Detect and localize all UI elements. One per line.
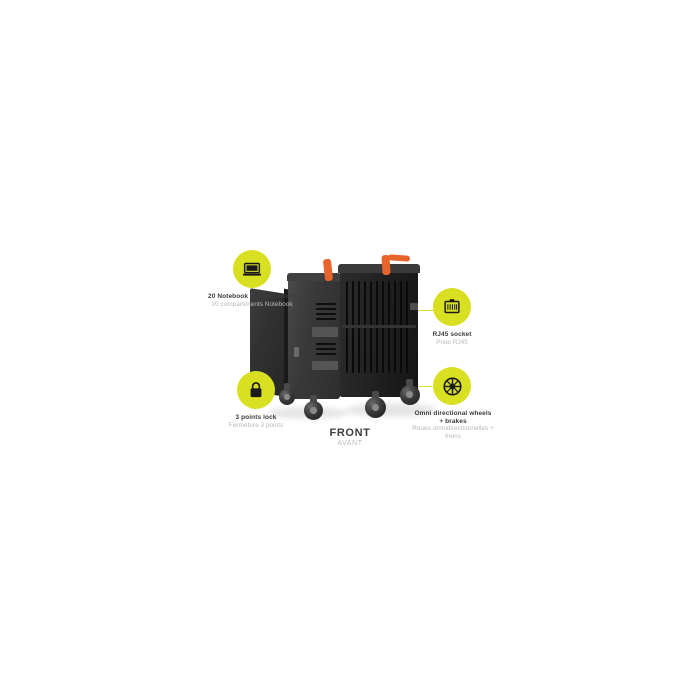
callout-label-en: Omni directional wheels + brakes [414, 410, 492, 425]
cart-left-label-plate [312, 327, 338, 337]
rj45-socket-on-cart [410, 303, 418, 310]
callout-badge-rj45-socket[interactable] [433, 288, 471, 326]
rj45-socket-icon [441, 296, 463, 318]
caster-arm-rear-right [406, 379, 413, 388]
cart-left-slot [316, 313, 336, 315]
cart-handle-left [322, 258, 334, 282]
callout-badge-three-points-lock[interactable] [237, 371, 275, 409]
wheel-rear-right [400, 385, 420, 405]
callout-label-notebook-compartments: 20 Notebook compartments 20 compartiment… [204, 293, 300, 308]
callout-label-en: 20 Notebook compartments [207, 293, 296, 300]
cart-left-top-cap [287, 273, 341, 281]
cart-left-label-plate [312, 361, 338, 370]
cart-left-cabinet [288, 277, 340, 399]
charging-cart-image [250, 254, 450, 440]
callout-label-en: RJ45 socket [432, 331, 472, 338]
wheel-hub [310, 407, 317, 414]
callout-label-three-points-lock: 3 points lock Fermeture 3 points [216, 414, 296, 429]
wheel-front-right [365, 397, 386, 418]
callout-label-en: 3 points lock [235, 414, 277, 421]
callout-label-fr: Prise RJ45 [436, 338, 468, 346]
cart-left-slot [316, 348, 336, 350]
cart-main-top-cap [338, 264, 420, 273]
cart-left-slot [316, 353, 336, 355]
callout-label-fr: 20 compartiments Notebook [211, 300, 293, 308]
callout-label-rj45-socket: RJ45 socket Prise RJ45 [412, 331, 492, 346]
caster-arm-front-left [310, 395, 317, 404]
caster-arm-front-right [372, 391, 379, 400]
wheel-hub [406, 391, 413, 398]
lock-on-cart [294, 347, 299, 357]
cart-left-slot [316, 318, 336, 320]
cart-left-slot [316, 343, 336, 345]
cart-mid-shelf [342, 325, 416, 328]
cart-handle-right-bar [387, 254, 411, 262]
wheel-hub [284, 394, 290, 400]
wheel-icon [441, 375, 464, 398]
laptop-icon [241, 258, 263, 280]
leader-line-wheels-horizontal [408, 386, 432, 387]
view-caption-en: FRONT [329, 427, 371, 439]
callout-badge-omni-directional-wheels[interactable] [433, 367, 471, 405]
callout-badge-notebook-compartments[interactable] [233, 250, 271, 288]
wheel-front-left [304, 401, 323, 420]
callout-label-omni-directional-wheels: Omni directional wheels + brakes Roues o… [412, 410, 494, 441]
wheel-hub [372, 404, 379, 411]
caster-arm-rear-left [284, 383, 290, 391]
wheel-rear-left [279, 389, 295, 405]
cart-left-slot [316, 308, 336, 310]
callout-label-fr: Fermeture 3 points [228, 421, 284, 429]
padlock-icon [246, 379, 266, 401]
view-caption-fr: AVANT [337, 440, 363, 447]
cart-left-slot [316, 303, 336, 305]
view-caption: FRONT AVANT [290, 427, 410, 447]
callout-label-fr: Roues omnidirectionnelles + freins [412, 425, 494, 440]
